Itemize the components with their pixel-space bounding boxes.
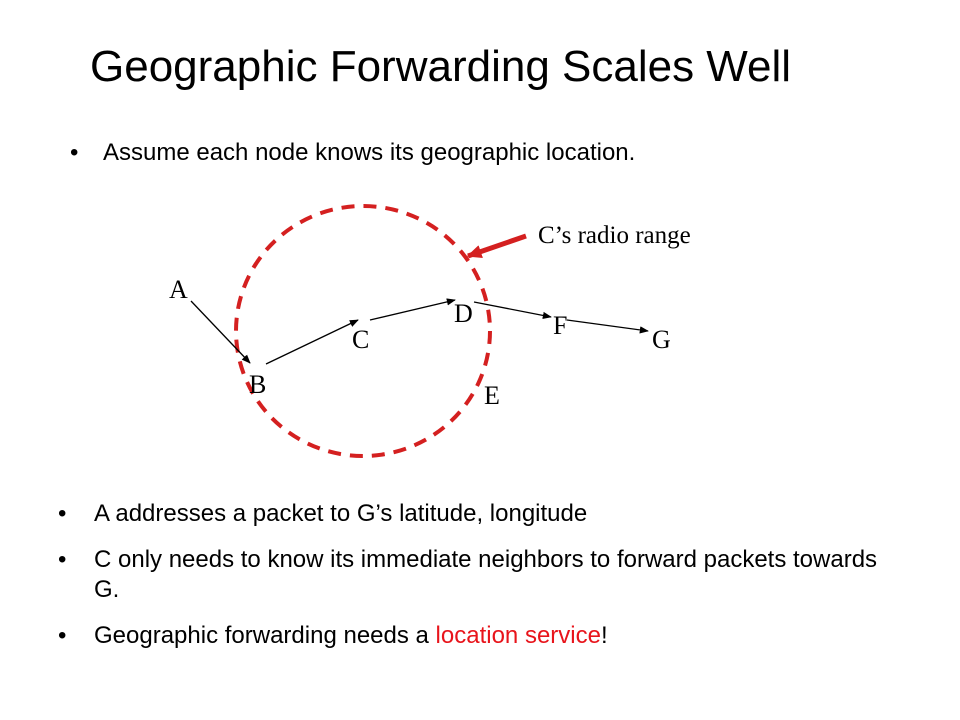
bullet-dot: • — [58, 545, 67, 573]
node-label-g: G — [652, 325, 671, 354]
bullet-text: Geographic forwarding needs a — [94, 622, 436, 650]
top-bullet-list: • Assume each node knows its geographic … — [70, 138, 890, 169]
range-pointer-arrow — [466, 233, 527, 259]
node-label-c: C — [352, 325, 369, 354]
node-label-d: D — [454, 299, 473, 328]
node-label-e: E — [484, 381, 500, 410]
location-service-highlight: location service — [435, 622, 601, 650]
bullet-item: • C only needs to know its immediate nei… — [58, 545, 908, 606]
radio-range-circle — [234, 204, 492, 458]
bullet-text: A addresses a packet to G’s latitude, lo… — [94, 500, 588, 527]
route-arrow-c-d — [369, 298, 456, 321]
slide-title: Geographic Forwarding Scales Well — [90, 42, 792, 91]
bullet-item: • A addresses a packet to G’s latitude, … — [58, 499, 908, 530]
route-arrow-f-g — [566, 319, 649, 334]
bullet-item: • Geographic forwarding needs a location… — [58, 621, 908, 652]
bullet-text: Assume each node knows its geographic lo… — [103, 139, 636, 166]
bullet-suffix: ! — [600, 622, 608, 650]
bullet-dot: • — [58, 622, 67, 650]
node-label-f: F — [553, 311, 567, 340]
bullet-item: • Assume each node knows its geographic … — [70, 138, 890, 169]
bullet-text: C only needs to know its immediate neigh… — [94, 545, 878, 604]
node-label-a: A — [169, 275, 188, 304]
route-arrow-d-f — [473, 301, 552, 320]
radio-range-label: C’s radio range — [538, 222, 691, 249]
bullet-dot: • — [58, 500, 67, 527]
route-arrow-b-c — [265, 319, 359, 365]
bullet-dot: • — [70, 139, 79, 166]
node-label-b: B — [249, 370, 266, 399]
bottom-bullet-list: • A addresses a packet to G’s latitude, … — [58, 499, 908, 667]
route-arrow-a-b — [190, 300, 251, 364]
